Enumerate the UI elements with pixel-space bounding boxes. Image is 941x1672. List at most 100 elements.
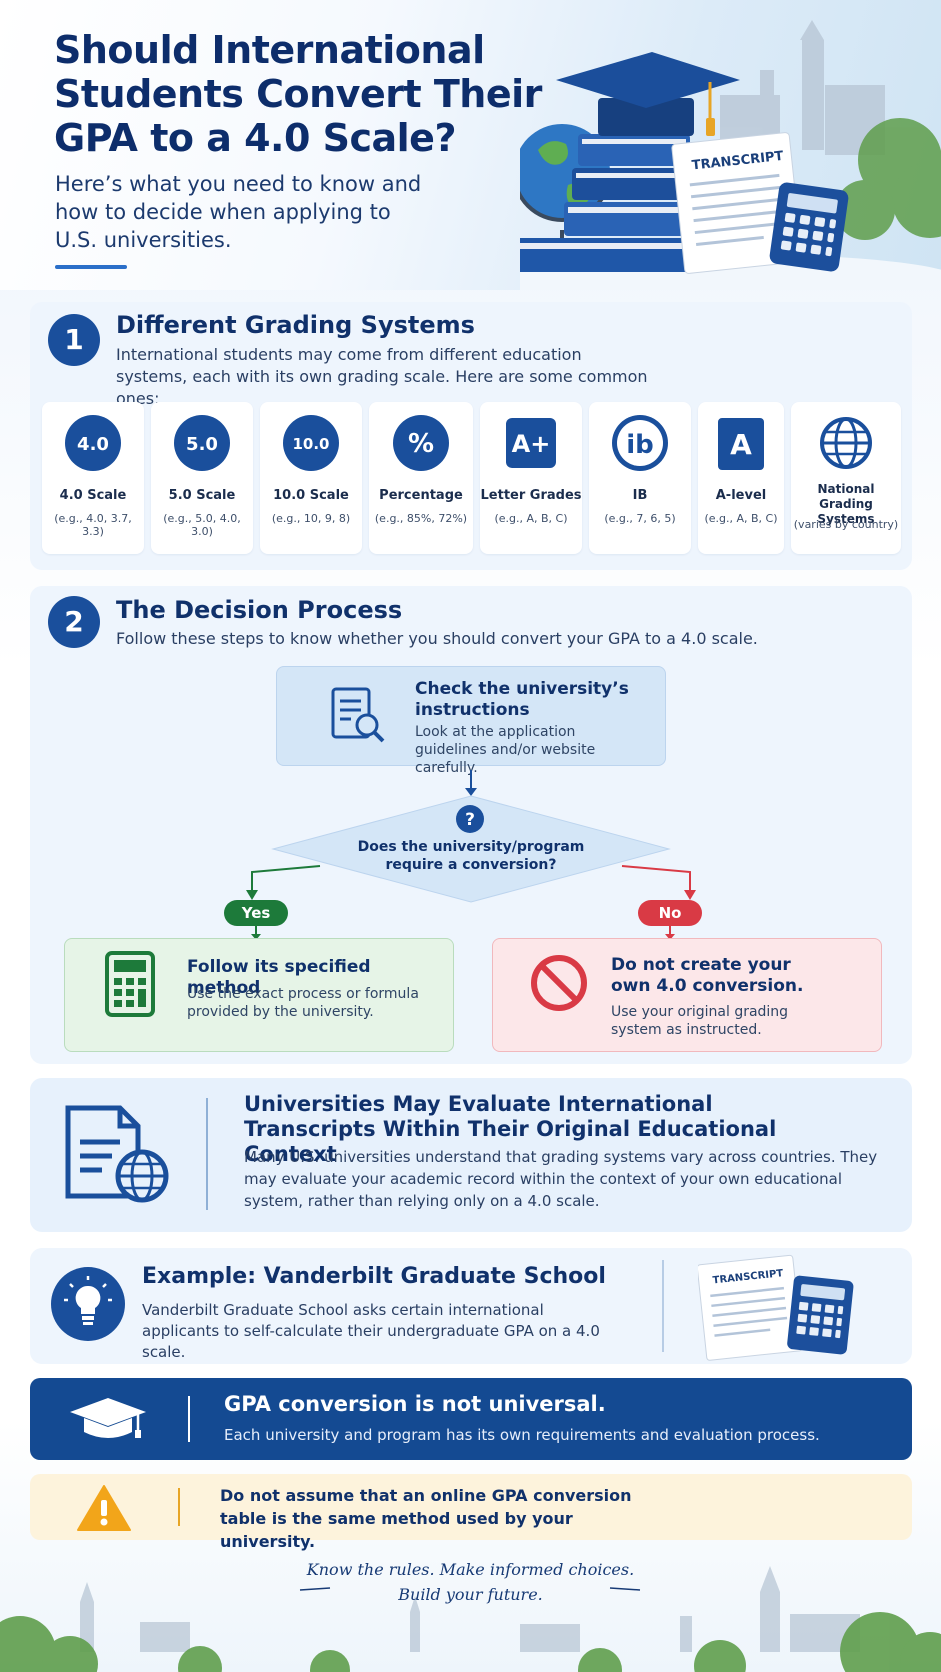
scale-example: (e.g., 85%, 72%) — [374, 512, 468, 525]
document-search-icon — [331, 687, 385, 743]
scale-example: (e.g., 4.0, 3.7, 3.3) — [54, 512, 132, 538]
divider — [206, 1098, 208, 1210]
context-evaluation-note: Universities May Evaluate International … — [30, 1078, 912, 1232]
scale-name: 4.0 Scale — [59, 488, 127, 503]
title-underline — [55, 265, 127, 269]
section-title: Different Grading Systems — [116, 311, 475, 339]
graduation-cap-icon — [556, 52, 740, 136]
badge-4-0-icon: 4.0 — [65, 415, 121, 471]
badge-5-0-icon: 5.0 — [174, 415, 230, 471]
svg-text:10.0: 10.0 — [292, 435, 329, 453]
calculator-icon — [769, 182, 849, 272]
no-outcome-title: Do not create your own 4.0 conversion. — [611, 955, 804, 996]
not-universal-description: Each university and program has its own … — [224, 1426, 820, 1444]
example-description: Vanderbilt Graduate School asks certain … — [142, 1301, 600, 1361]
scale-example: (e.g., 5.0, 4.0, 3.0) — [163, 512, 241, 538]
yes-outcome-description: Use the exact process or formula provide… — [187, 986, 419, 1020]
document-globe-icon — [65, 1105, 169, 1203]
transcript-document-icon: TRANSCRIPT — [671, 132, 803, 274]
scale-name: IB — [632, 488, 648, 503]
question-diamond — [271, 795, 671, 903]
svg-text:4.0: 4.0 — [77, 434, 109, 455]
footer-skyline-icon — [0, 1566, 941, 1672]
yes-outcome-box: Follow its specified method Use the exac… — [64, 938, 454, 1052]
not-universal-banner: GPA conversion is not universal. Each un… — [30, 1378, 912, 1460]
no-outcome-description: Use your original grading system as inst… — [611, 1004, 789, 1038]
svg-text:A: A — [730, 428, 752, 461]
warning-triangle-icon — [77, 1485, 131, 1531]
scale-card-national: National Grading Systems (varies by coun… — [791, 402, 901, 554]
ib-logo-icon: ib — [612, 415, 668, 471]
scale-card-a-level: A A-level (e.g., A, B, C) — [698, 402, 784, 554]
step-title: Check the university’s instructions — [415, 679, 629, 720]
scale-name: Letter Grades — [480, 488, 582, 503]
decision-question: Does the university/program require a co… — [357, 839, 585, 873]
yes-branch-arrow-icon — [246, 865, 321, 900]
page-title: Should International Students Convert Th… — [54, 28, 542, 160]
check-instructions-step: Check the university’s instructions Look… — [276, 666, 666, 776]
prohibited-icon — [531, 955, 587, 1011]
scale-example: (e.g., 10, 9, 8) — [271, 512, 351, 525]
svg-text:5.0: 5.0 — [186, 434, 218, 455]
scale-name: A-level — [715, 488, 767, 503]
not-universal-title: GPA conversion is not universal. — [224, 1392, 606, 1416]
hero-illustration: TRANSCRIPT — [520, 20, 941, 290]
scale-card-5-0: 5.0 5.0 Scale (e.g., 5.0, 4.0, 3.0) — [151, 402, 253, 554]
scale-card-4-0: 4.0 4.0 Scale (e.g., 4.0, 3.7, 3.3) — [42, 402, 144, 554]
page-subtitle: Here’s what you need to know and how to … — [55, 172, 422, 252]
scale-card-10-0: 10.0 10.0 Scale (e.g., 10, 9, 8) — [260, 402, 362, 554]
divider — [178, 1488, 180, 1526]
scale-example: (e.g., A, B, C) — [704, 512, 778, 525]
scale-name: Percentage — [379, 488, 463, 503]
divider — [188, 1396, 190, 1442]
section-number-1: 1 — [48, 314, 100, 366]
section-number-2: 2 — [48, 596, 100, 648]
globe-grid-icon — [820, 417, 872, 469]
footer-tagline-line2: Build your future. — [398, 1585, 543, 1604]
section-description: International students may come from dif… — [116, 345, 648, 408]
context-note-description: Many U.S. universities understand that g… — [244, 1148, 878, 1210]
yes-label: Yes — [224, 900, 288, 926]
svg-text:ib: ib — [626, 430, 654, 460]
trees-icon — [835, 118, 941, 240]
scale-example: (e.g., A, B, C) — [494, 512, 568, 525]
lightbulb-icon — [51, 1267, 125, 1341]
calculator-green-icon — [105, 951, 155, 1017]
transcript-calculator-icon: TRANSCRIPT — [698, 1254, 854, 1361]
graduation-cap-white-icon — [70, 1398, 146, 1438]
flow-arrow-down-icon — [465, 770, 477, 796]
step-description: Look at the application guidelines and/o… — [415, 724, 596, 776]
hero-section: Should International Students Convert Th… — [0, 0, 941, 290]
scale-name: 5.0 Scale — [168, 488, 236, 503]
context-note-title: Universities May Evaluate International … — [244, 1092, 777, 1166]
scale-name: National Grading Systems — [817, 482, 875, 526]
yes-arrow-down-icon — [251, 926, 261, 940]
decision-process-section: 2 The Decision Process Follow these step… — [30, 586, 912, 1064]
no-outcome-box: Do not create your own 4.0 conversion. U… — [492, 938, 882, 1052]
svg-text:A+: A+ — [512, 430, 551, 458]
svg-text:%: % — [408, 429, 434, 459]
section-description: Follow these steps to know whether you s… — [116, 629, 758, 648]
no-branch-arrow-icon — [621, 865, 696, 900]
letter-a-icon: A — [718, 418, 764, 470]
divider — [662, 1260, 664, 1352]
grading-systems-section: 1 Different Grading Systems Internationa… — [30, 302, 912, 570]
badge-10-0-icon: 10.0 — [283, 415, 339, 471]
no-arrow-down-icon — [665, 926, 675, 940]
example-title: Example: Vanderbilt Graduate School — [142, 1264, 606, 1289]
scale-card-percentage: % Percentage (e.g., 85%, 72%) — [369, 402, 473, 554]
yes-outcome-title: Follow its specified method — [187, 957, 371, 998]
warning-text: Do not assume that an online GPA convers… — [220, 1486, 632, 1551]
scale-name: 10.0 Scale — [273, 488, 349, 503]
percent-icon: % — [393, 415, 449, 471]
scale-example: (varies by country) — [793, 518, 899, 531]
section-title: The Decision Process — [116, 596, 403, 624]
footer-tagline-line1: Know the rules. Make informed choices. — [306, 1560, 635, 1579]
scale-card-letter-grades: A+ Letter Grades (e.g., A, B, C) — [480, 402, 582, 554]
svg-text:?: ? — [465, 810, 475, 830]
no-label: No — [638, 900, 702, 926]
scale-card-ib: ib IB (e.g., 7, 6, 5) — [589, 402, 691, 554]
vanderbilt-example: Example: Vanderbilt Graduate School Vand… — [30, 1248, 912, 1364]
letter-a-plus-icon: A+ — [506, 418, 556, 468]
